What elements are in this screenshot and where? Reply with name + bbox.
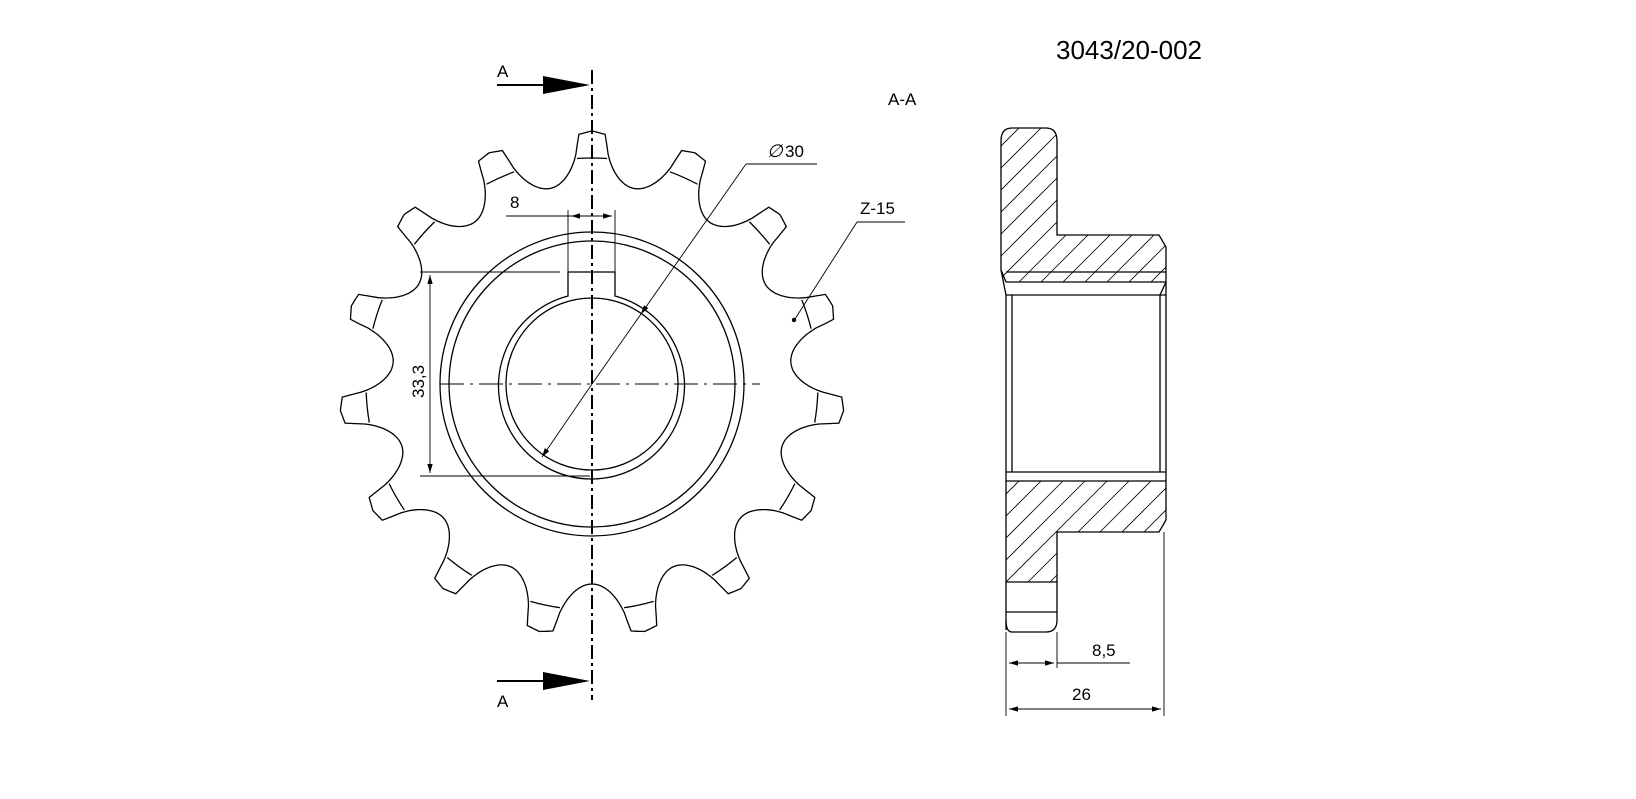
section-arrow-top: A	[497, 62, 590, 94]
keyway-depth-label: 33,3	[409, 365, 428, 398]
hatch-line	[1015, 128, 1166, 282]
hatch-line	[1001, 128, 1133, 282]
keyway-depth-dimension: 33,3	[409, 271, 590, 477]
tooth-tip-chamfer	[814, 392, 819, 423]
overall-width-dimension: 26	[1009, 685, 1161, 712]
tooth-tip-chamfer	[624, 600, 654, 609]
tooth-tip-chamfer	[486, 171, 515, 185]
hub-offset-dimension: 8,5	[1009, 641, 1130, 666]
hatch-line	[1006, 481, 1089, 582]
tooth-tip-chamfer	[446, 557, 473, 576]
bore-diameter-dimension: ∅ 30	[541, 141, 817, 458]
section-view: A-A 8,5	[888, 90, 1167, 716]
hatch-line	[1001, 128, 1067, 282]
hatch-line	[893, 478, 1000, 585]
hatch-line	[1001, 128, 1089, 282]
tooth-count-label: Z-15	[860, 199, 895, 218]
tooth-tip-chamfer	[711, 557, 738, 576]
tooth-tip-chamfer	[748, 221, 771, 245]
hatch-line	[1006, 481, 1045, 582]
tooth-count-leader: Z-15	[791, 199, 905, 323]
section-top-outline	[1000, 127, 1167, 282]
hatch-line	[1059, 128, 1166, 282]
hub-offset-label: 8,5	[1092, 641, 1116, 660]
hatch-line	[1147, 128, 1166, 282]
diameter-symbol: ∅	[767, 141, 784, 161]
tooth-tip-chamfer	[413, 221, 436, 245]
tooth-tip-chamfer	[779, 483, 796, 511]
hatch-line	[1001, 128, 1111, 282]
hatch-line	[1156, 481, 1166, 582]
top-hatching	[1001, 128, 1166, 282]
keyway-width-label: 8	[510, 193, 519, 212]
section-bottom-outline	[1005, 519, 1167, 633]
tooth-tip-chamfer	[530, 600, 560, 609]
hatch-line	[1103, 128, 1166, 282]
hatch-line	[1081, 128, 1166, 282]
tooth-tip-chamfer	[669, 171, 698, 185]
tooth-tip-chamfers	[365, 157, 819, 609]
section-title: A-A	[888, 90, 917, 109]
hatch-line	[1001, 128, 1155, 282]
tooth-tip-chamfer	[372, 299, 383, 329]
hatch-line	[1125, 128, 1166, 282]
hatch-line	[1001, 128, 1045, 282]
section-arrow-bottom: A	[497, 672, 590, 711]
hatch-line	[1006, 481, 1067, 582]
overall-width-label: 26	[1072, 685, 1091, 704]
section-label-bottom: A	[497, 692, 509, 711]
keyway-width-dimension: 8	[506, 193, 616, 272]
bore-diameter-label: 30	[785, 142, 804, 161]
drawing-number: 3043/20-002	[1056, 35, 1202, 65]
tooth-tip-chamfer	[801, 299, 812, 329]
bore-with-keyway	[497, 271, 686, 480]
tooth-tip-chamfer	[365, 392, 370, 423]
section-label-top: A	[497, 62, 509, 81]
hatch-line	[1037, 128, 1166, 282]
front-view: A A 8 33,3 ∅ 3	[339, 62, 905, 711]
tooth-tip-chamfer	[388, 483, 405, 511]
